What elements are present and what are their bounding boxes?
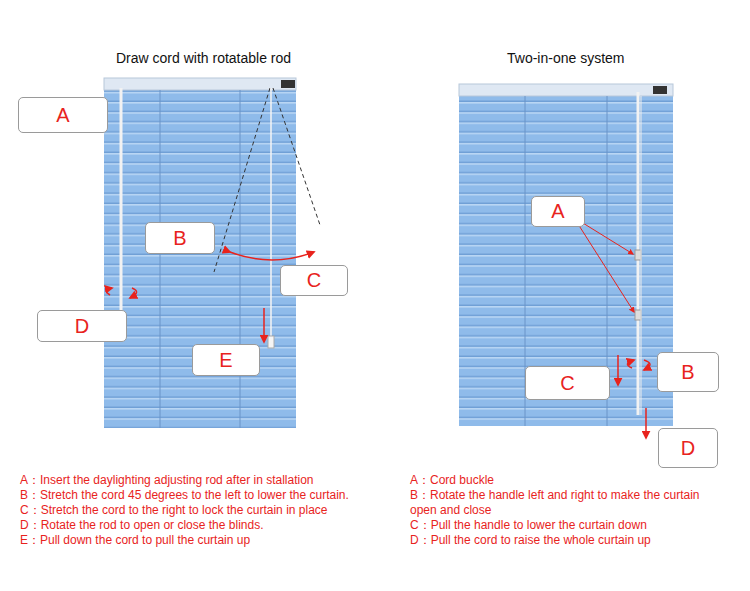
tilt-rod — [120, 88, 123, 335]
pull-arrow — [645, 408, 647, 438]
cord-buckle — [635, 310, 641, 320]
pull-cord — [270, 88, 272, 345]
callout-box: A — [531, 196, 585, 227]
cord-left — [214, 88, 270, 272]
callout-box: D — [658, 428, 718, 468]
callout-letter: A — [56, 104, 69, 127]
rotate-arrow — [644, 360, 650, 370]
leader-line — [578, 224, 634, 312]
instruction-note: C：Stretch the cord to the right to lock … — [20, 503, 328, 518]
instruction-note: E：Pull down the cord to pull the curtain… — [20, 533, 250, 548]
ladder-string — [240, 90, 241, 428]
blind-slats — [459, 96, 673, 426]
callout-box: A — [18, 97, 108, 133]
rotate-arrow — [130, 288, 137, 298]
cord-buckle — [635, 250, 641, 260]
instruction-note: A：Insert the daylighting adjusting rod a… — [20, 473, 314, 488]
brand-tag — [653, 86, 667, 94]
callout-letter: B — [681, 361, 694, 384]
callout-box: D — [37, 310, 127, 342]
instruction-note: D：Rotate the rod to open or close the bl… — [20, 518, 263, 533]
rotate-arrow — [627, 360, 634, 368]
instruction-note: B：Stretch the cord 45 degrees to the lef… — [20, 488, 349, 503]
cord-right — [273, 88, 320, 225]
callout-box: B — [657, 352, 719, 392]
callout-letter: D — [681, 437, 695, 460]
pull-cord — [641, 96, 642, 415]
callout-box: B — [145, 222, 215, 254]
brand-tag — [281, 80, 295, 88]
panel-title: Draw cord with rotatable rod — [116, 50, 291, 66]
instruction-note: D：Pull the cord to raise the whole curta… — [410, 533, 651, 548]
callout-box: C — [280, 265, 348, 296]
blind-slats — [104, 90, 296, 428]
instruction-note: B：Rotate the handle left and right to ma… — [410, 488, 728, 518]
callout-letter: C — [307, 269, 321, 292]
callout-box: C — [525, 366, 610, 400]
panel-title: Two-in-one system — [507, 50, 624, 66]
swing-arrow — [230, 252, 314, 260]
callout-letter: E — [219, 349, 232, 372]
callout-letter: C — [560, 372, 574, 395]
callout-box: E — [192, 344, 260, 376]
instruction-note: A：Cord buckle — [410, 473, 494, 488]
cord-tassel — [268, 336, 274, 348]
callout-letter: D — [75, 315, 89, 338]
pull-arrow — [263, 308, 265, 342]
rotate-arrow — [106, 288, 112, 295]
callout-letter: A — [551, 200, 564, 223]
top-rail — [459, 84, 673, 96]
pull-arrow — [617, 355, 619, 385]
top-rail — [104, 78, 296, 90]
callout-letter: B — [173, 227, 186, 250]
ladder-string — [160, 90, 161, 428]
instruction-note: C：Pull the handle to lower the curtain d… — [410, 518, 647, 533]
